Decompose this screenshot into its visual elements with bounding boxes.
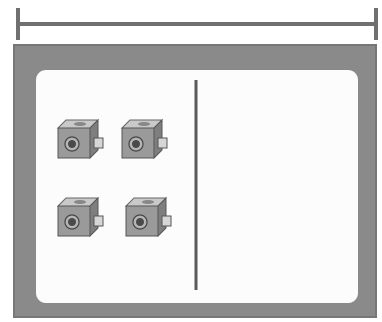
snap-cube-icon (58, 198, 103, 236)
snap-cube-icon (122, 120, 167, 158)
snap-cube-icon (126, 198, 171, 236)
measure-bracket (18, 8, 376, 40)
snap-cube-icon (58, 120, 103, 158)
